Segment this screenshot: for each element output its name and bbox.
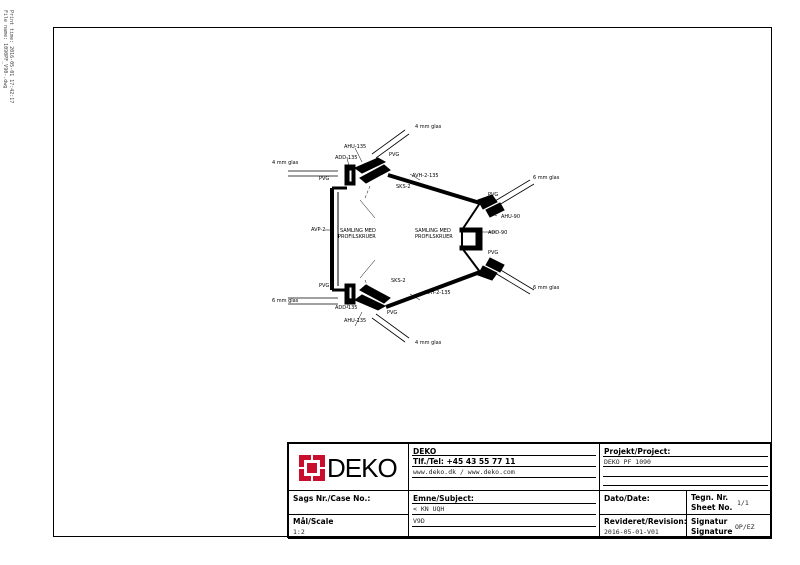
glass-panes: [288, 129, 535, 343]
company-cell: DEKO Tlf./Tel: +45 43 55 77 11 www.deko.…: [408, 443, 600, 491]
leader-lines: [325, 147, 498, 327]
label-sks-2-top: SKS-2: [396, 184, 411, 190]
case-label: Sags Nr./Case No.:: [293, 494, 371, 503]
drawing-frame: [53, 27, 772, 537]
label-samling-right-1: SAMLING MED: [415, 228, 451, 234]
label-glass-6mm-right-top: 6 mm glas: [533, 175, 560, 181]
label-pvg-bottom-2: PVG: [387, 310, 397, 316]
sheet-label-2: Sheet No.: [691, 503, 733, 512]
label-sks-2-bottom: SKS-2: [391, 278, 406, 284]
company-phone: Tlf./Tel: +45 43 55 77 11: [413, 457, 516, 466]
project-value: DEKO PF 1090: [604, 458, 651, 466]
label-avp-2: AVP-2: [311, 227, 325, 233]
logo-cell: DEKO: [288, 443, 409, 491]
revision-cell: Revideret/Revision: 2016-05-01-V01: [599, 514, 687, 539]
subject-label: Emne/Subject:: [413, 494, 474, 503]
revision-value: 2016-05-01-V01: [604, 528, 659, 536]
profile-outline: [330, 173, 481, 309]
label-glass-4mm-left: 4 mm glas: [272, 160, 299, 166]
print-time: Print time: 2016-05-01 17:42:17: [8, 10, 14, 104]
sheet-value: 1/1: [737, 499, 749, 507]
logo-wordmark: DEKO: [327, 453, 398, 483]
signature-label-1: Signatur: [691, 517, 728, 526]
sheet-label-1: Tegn. Nr.: [691, 493, 729, 502]
scale-cell: Mål/Scale 1:2: [288, 514, 409, 539]
signature-label-2: Signature: [691, 527, 733, 536]
label-avh-2-135-top: AVH-2-135: [412, 173, 439, 179]
signature-cell: Signatur Signature OP/EZ: [686, 514, 772, 539]
label-pvg-right-top: PVG: [488, 192, 498, 198]
label-glass-4mm-bottom: 4 mm glas: [415, 340, 442, 346]
project-label: Projekt/Project:: [604, 447, 671, 456]
subject-value-1: < KN UQH: [413, 505, 445, 513]
drawing-labels: 4 mm glas AHU-135 ADD-135 PVG 4 mm glas …: [272, 124, 560, 346]
label-pvg-bottom-1: PVG: [319, 283, 329, 289]
label-glass-6mm-right-bottom: 6 mm glas: [533, 285, 560, 291]
label-samling-right-2: PROFILSKRUER: [415, 234, 453, 240]
print-info: Print time: 2016-05-01 17:42:17 File nam…: [2, 10, 14, 103]
subject-value-2: V9D: [413, 517, 425, 525]
sheet-cell: Tegn. Nr. Sheet No. 1/1: [686, 490, 772, 515]
date-cell: Dato/Date:: [599, 490, 687, 515]
company-web: www.deko.dk / www.deko.com: [413, 468, 515, 476]
right-fittings: [459, 194, 505, 281]
deko-logo-icon: [299, 455, 325, 481]
file-name: File name: 1090PF_V90-.dwg: [2, 10, 8, 89]
signature-value: OP/EZ: [735, 523, 755, 531]
date-label: Dato/Date:: [604, 494, 650, 503]
case-cell: Sags Nr./Case No.:: [288, 490, 409, 515]
title-block: DEKO DEKO Tlf./Tel: +45 43 55 77 11 www.…: [287, 442, 772, 539]
label-add-135-top: ADD-135: [335, 155, 357, 161]
label-ahu-90: AHU-90: [501, 214, 520, 220]
label-pvg-top-1: PVG: [389, 152, 399, 158]
label-pvg-top-2: PVG: [319, 176, 329, 182]
subject-cell: Emne/Subject: < KN UQH V9D: [408, 490, 600, 539]
label-pvg-right-bottom: PVG: [488, 250, 498, 256]
bottom-corner-fitting: [344, 283, 391, 311]
label-avh-2-135-bottom: AVH-2-135: [424, 290, 451, 296]
label-samling-left-2: PROFILSKRUER: [338, 234, 376, 240]
label-add-90: ADD-90: [488, 230, 507, 236]
revision-label: Revideret/Revision:: [604, 517, 687, 526]
label-ahu-135-top: AHU-135: [344, 144, 366, 150]
scale-value: 1:2: [293, 528, 305, 536]
label-add-135-bottom: ADD-135: [335, 305, 357, 311]
label-samling-left-1: SAMLING MED: [340, 228, 376, 234]
label-glass-4mm-top: 4 mm glas: [415, 124, 442, 130]
top-corner-fitting: [344, 157, 391, 186]
label-ahu-135-bottom: AHU-135: [344, 318, 366, 324]
company-name: DEKO: [413, 447, 437, 456]
label-glass-6mm-left: 6 mm glas: [272, 298, 299, 304]
project-cell: Projekt/Project: DEKO PF 1090: [599, 443, 772, 491]
scale-label: Mål/Scale: [293, 517, 334, 526]
